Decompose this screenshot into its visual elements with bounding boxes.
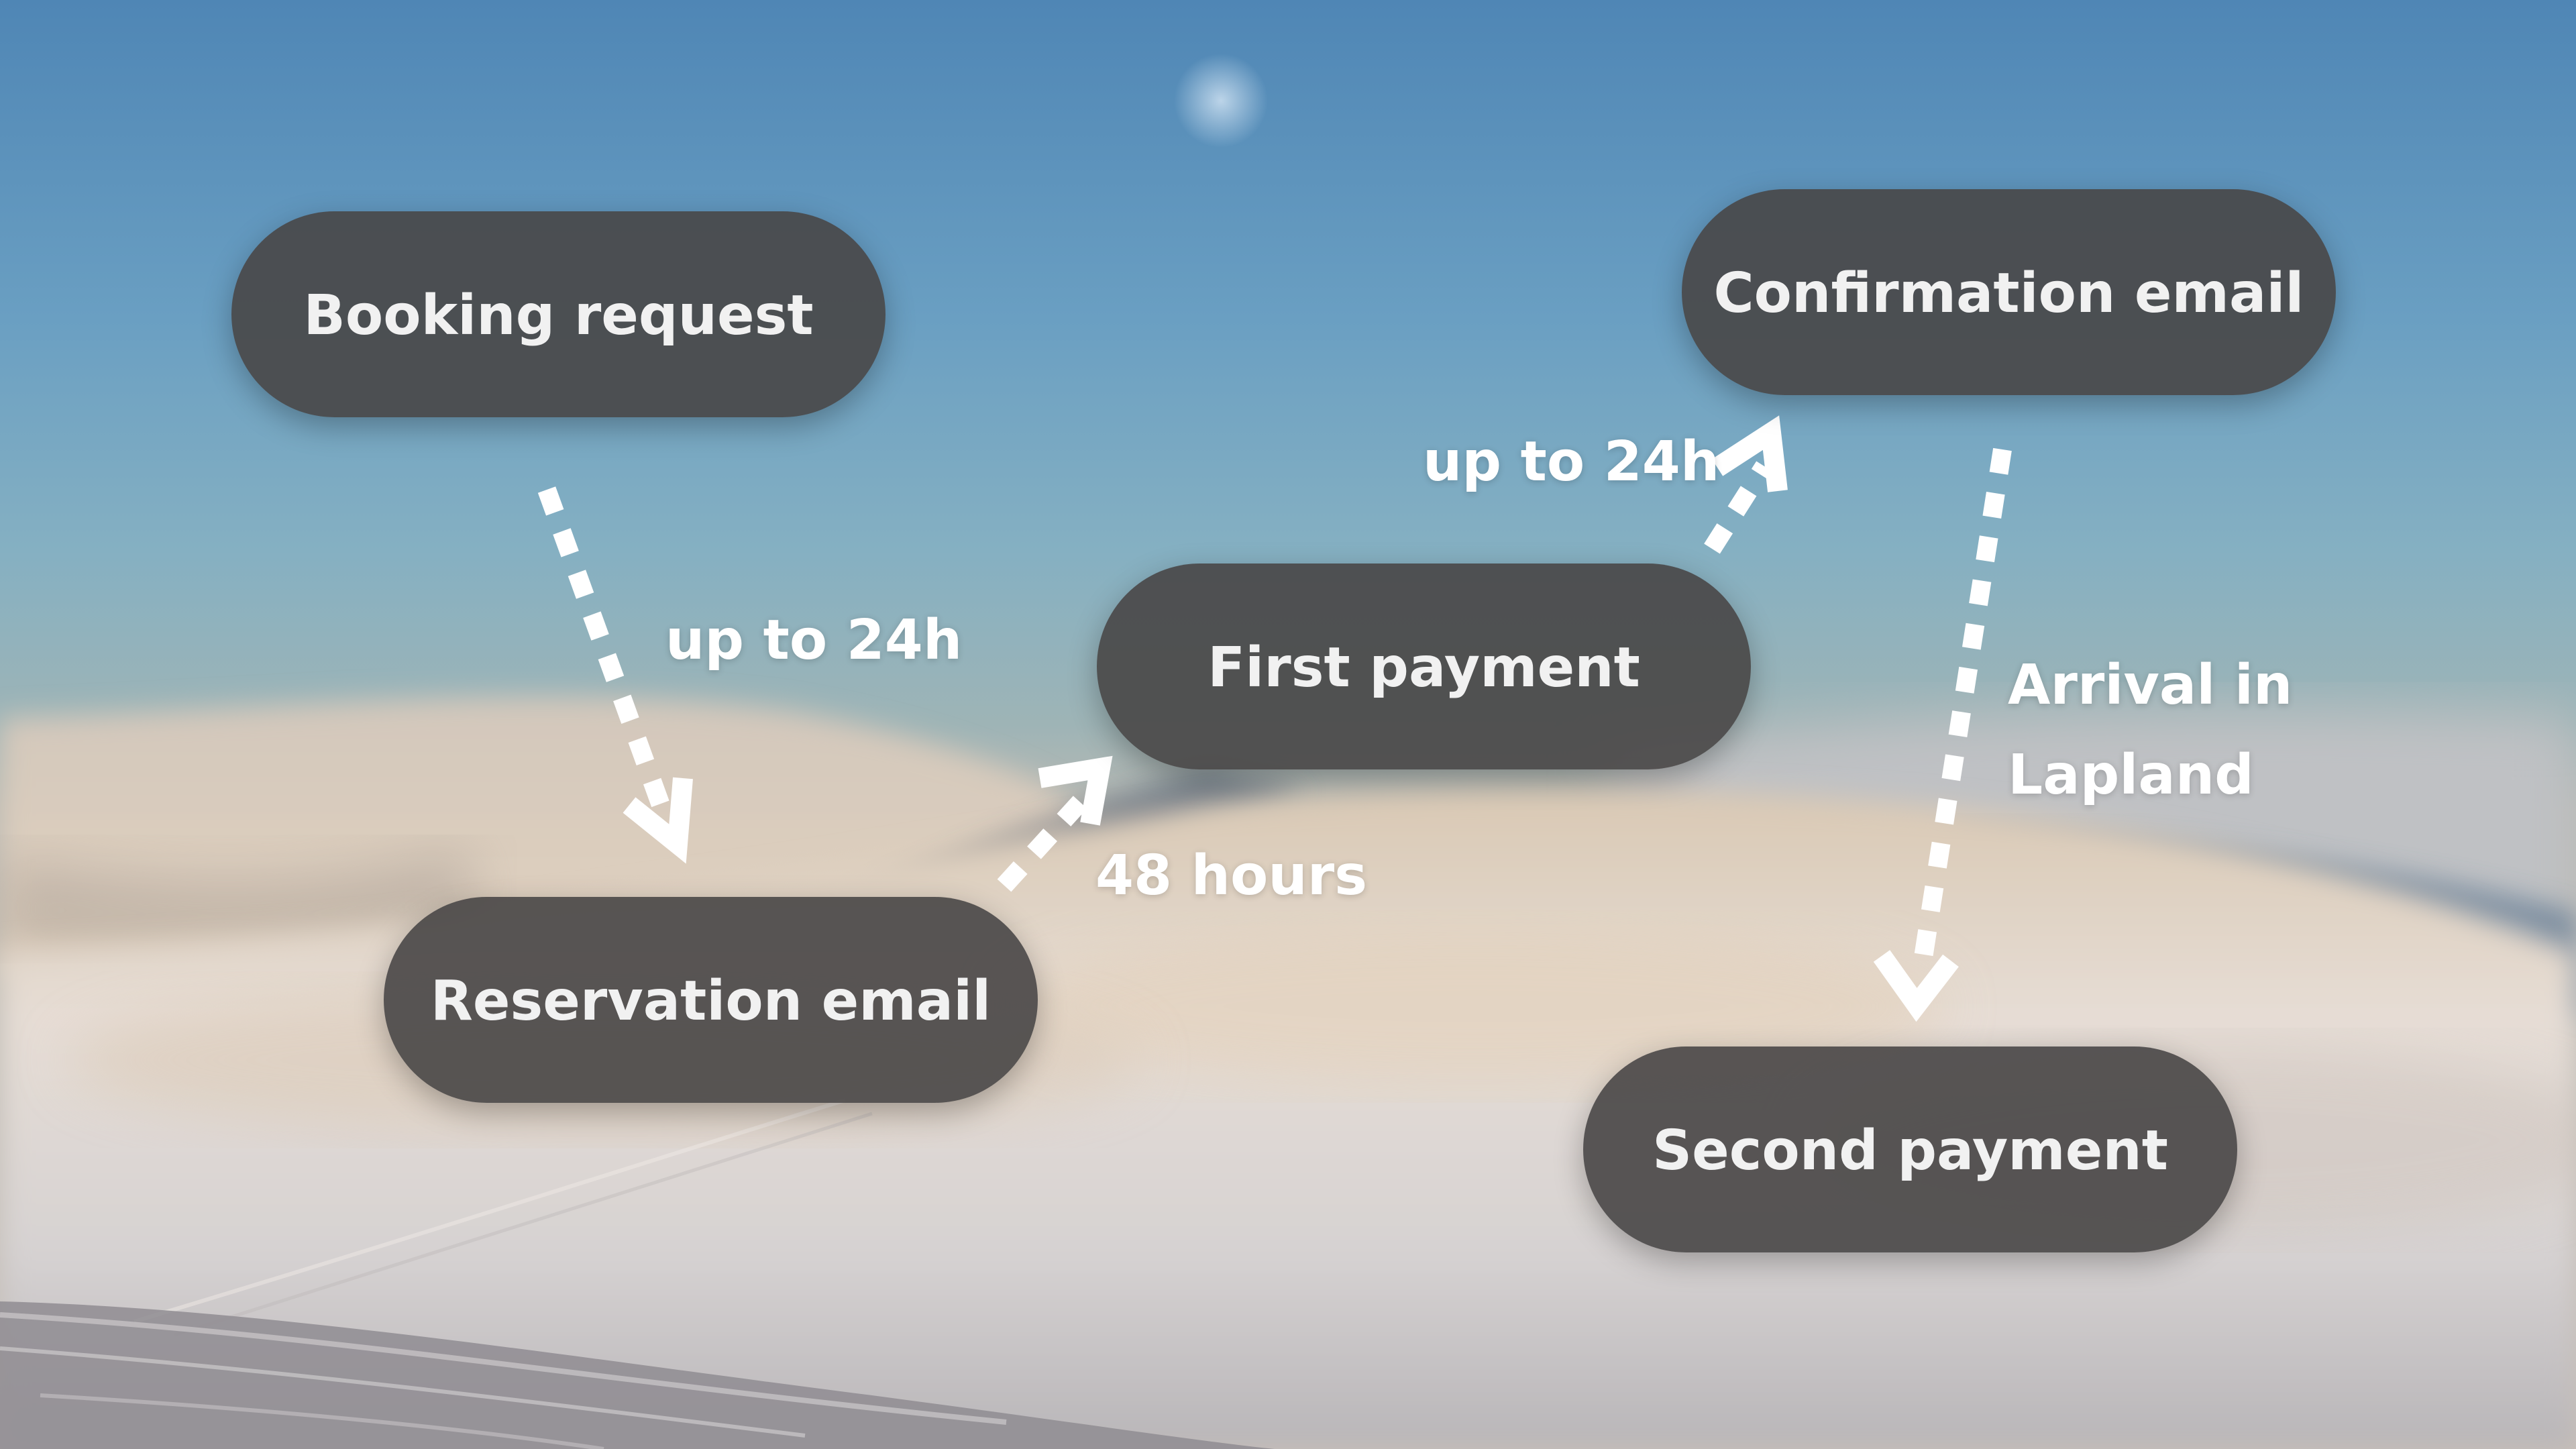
node-confirmation-email: Confirmation email [1682,189,2336,395]
node-second-payment-label: Second payment [1652,1119,2168,1183]
node-first-payment-label: First payment [1208,636,1640,700]
node-booking-request: Booking request [231,211,885,417]
node-second-payment: Second payment [1583,1046,2237,1252]
edge-label-confirmation-to-second-payment: Arrival in Lapland [2008,653,2293,807]
edge-label-booking-to-reservation: up to 24h [665,608,963,672]
node-booking-request-label: Booking request [303,284,814,347]
node-reservation-email: Reservation email [384,897,1038,1103]
node-confirmation-email-label: Confirmation email [1713,262,2304,325]
edge-label-first-payment-to-confirmation: up to 24h [1423,430,1720,494]
edge-label-reservation-to-first-payment: 48 hours [1095,844,1367,908]
node-first-payment: First payment [1097,564,1751,769]
node-reservation-email-label: Reservation email [430,969,991,1033]
